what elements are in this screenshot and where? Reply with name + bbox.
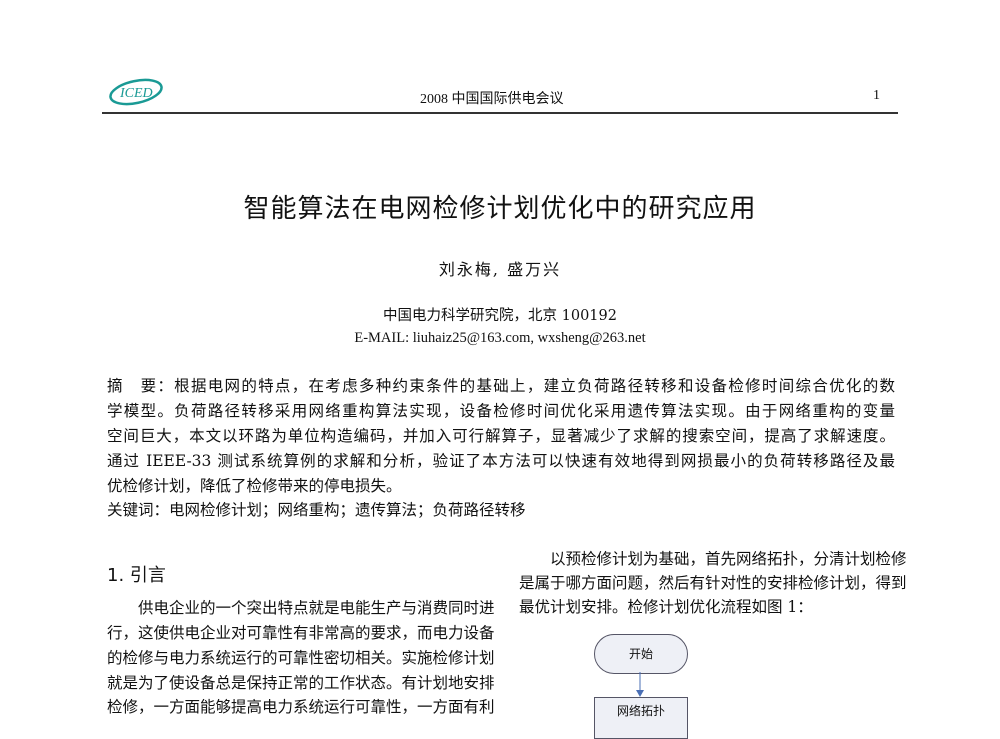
authors: 刘永梅, 盛万兴 <box>438 260 562 279</box>
svg-text:ICED: ICED <box>119 86 153 101</box>
body-line: 最优计划安排。检修计划优化流程如图 1： <box>519 598 813 616</box>
abstract-line: 通过 IEEE-33 测试系统算例的求解和分析，验证了本方法可以快速有效地得到网… <box>107 452 895 470</box>
flowchart-step-network-topology: 网络拓扑 <box>594 697 688 739</box>
body-line: 是属于哪方面问题，然后有针对性的安排检修计划，得到 <box>519 574 907 592</box>
section-heading: 1. 引言 <box>107 565 166 586</box>
paper-title: 智能算法在电网检修计划优化中的研究应用 <box>243 194 757 224</box>
keywords: 关键词：电网检修计划；网络重构；遗传算法；负荷路径转移 <box>107 501 526 519</box>
body-line: 以预检修计划为基础，首先网络拓扑，分清计划检修 <box>519 550 907 568</box>
abstract-line: 摘 要：根据电网的特点，在考虑多种约束条件的基础上，建立负荷路径转移和设备检修时… <box>107 377 895 395</box>
conference-name: 2008 中国国际供电会议 <box>420 92 564 107</box>
body-line: 检修，一方面能够提高电力系统运行可靠性，一方面有利 <box>107 698 495 716</box>
abstract-line: 空间巨大，本文以环路为单位构造编码，并加入可行解算子，显著减少了求解的搜索空间，… <box>107 427 895 445</box>
affiliation: 中国电力科学研究院，北京 100192 <box>383 308 617 324</box>
flowchart-start: 开始 <box>594 634 688 674</box>
body-line: 供电企业的一个突出特点就是电能生产与消费同时进 <box>107 599 495 617</box>
body-line: 行，这使供电企业对可靠性有非常高的要求，而电力设备 <box>107 624 495 642</box>
email: E-MAIL: liuhaiz25@163.com, wxsheng@263.n… <box>354 330 646 346</box>
abstract-line: 学模型。负荷路径转移采用网络重构算法实现，设备检修时间优化采用遗传算法实现。由于… <box>107 402 895 420</box>
header-rule <box>102 112 898 114</box>
page-number: 1 <box>873 88 880 103</box>
body-line: 就是为了使设备总是保持正常的工作状态。有计划地安排 <box>107 674 495 692</box>
body-line: 的检修与电力系统运行的可靠性密切相关。实施检修计划 <box>107 649 495 667</box>
flow-arrow-icon <box>636 672 644 697</box>
abstract-line: 优检修计划，降低了检修带来的停电损失。 <box>107 477 402 495</box>
iced-logo: ICED <box>104 70 168 112</box>
